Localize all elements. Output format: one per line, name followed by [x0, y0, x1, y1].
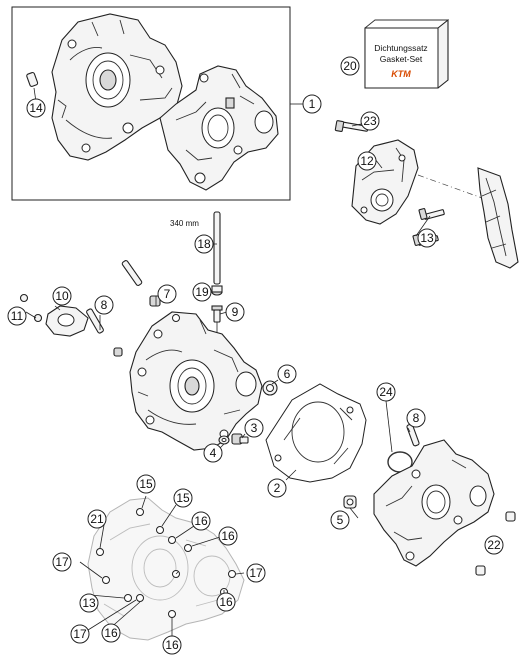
right-case-half-top: [159, 65, 279, 191]
callout-15-b: 15: [173, 488, 193, 508]
gasket-set-box: Dichtungssatz Gasket-Set KTM: [364, 18, 449, 89]
gasket-set-line1: Dichtungssatz: [374, 43, 427, 53]
svg-text:15: 15: [139, 477, 153, 491]
svg-text:21: 21: [90, 512, 104, 526]
svg-text:9: 9: [232, 305, 239, 319]
callout-16-a: 16: [191, 511, 211, 531]
svg-text:18: 18: [197, 237, 211, 251]
callout-1: 1: [302, 94, 322, 114]
svg-text:13: 13: [420, 231, 434, 245]
svg-text:10: 10: [55, 289, 69, 303]
svg-text:1: 1: [309, 97, 316, 111]
dimension-label: 340 mm: [170, 219, 199, 228]
callout-20: 20: [340, 56, 360, 76]
right-case-half-lower: [373, 439, 495, 567]
svg-text:17: 17: [55, 555, 69, 569]
nut-19: [211, 285, 223, 296]
ignition-cover-12: [351, 139, 419, 225]
callout-17-c: 17: [70, 624, 90, 644]
callout-10: 10: [52, 286, 72, 306]
svg-text:7: 7: [164, 287, 171, 301]
callout-9: 9: [225, 302, 245, 322]
gasket-set-line2: Gasket-Set: [380, 54, 423, 64]
stud-7: [121, 260, 161, 307]
svg-text:12: 12: [360, 154, 374, 168]
callout-16-c: 16: [216, 592, 236, 612]
svg-text:5: 5: [337, 513, 344, 527]
svg-text:3: 3: [251, 421, 258, 435]
screws-11: [19, 293, 43, 323]
callout-7: 7: [157, 284, 177, 304]
callout-16-e: 16: [162, 635, 182, 655]
callout-16-b: 16: [218, 526, 238, 546]
gasket-set-logo: KTM: [391, 69, 411, 79]
callout-5: 5: [330, 510, 350, 530]
bolt-position-view: [87, 497, 245, 641]
callout-2: 2: [267, 478, 287, 498]
svg-text:16: 16: [104, 626, 118, 640]
callout-23: 23: [360, 111, 380, 131]
callout-3: 3: [244, 418, 264, 438]
svg-text:17: 17: [73, 627, 87, 641]
callout-21: 21: [87, 509, 107, 529]
svg-text:19: 19: [195, 285, 209, 299]
callout-4: 4: [203, 443, 223, 463]
svg-text:16: 16: [194, 514, 208, 528]
callout-22: 22: [484, 535, 504, 555]
callout-15-a: 15: [136, 474, 156, 494]
callout-24: 24: [376, 382, 396, 402]
left-case-half-top: [51, 13, 183, 161]
bushing-5: [343, 495, 357, 509]
stud-18: [213, 211, 221, 285]
svg-text:16: 16: [221, 529, 235, 543]
callout-18: 18: [194, 234, 214, 254]
callout-8-right: 8: [406, 408, 426, 428]
svg-text:23: 23: [363, 114, 377, 128]
seal-ring-6: [262, 380, 278, 396]
dowel-pin-14: [26, 72, 39, 87]
callout-17-b: 17: [246, 563, 266, 583]
svg-text:16: 16: [165, 638, 179, 652]
callout-13-upper: 13: [417, 228, 437, 248]
svg-text:8: 8: [413, 411, 420, 425]
case-assembly-frame: [11, 6, 291, 201]
svg-text:22: 22: [487, 538, 501, 552]
svg-text:17: 17: [249, 566, 263, 580]
callout-8-left: 8: [94, 295, 114, 315]
svg-text:6: 6: [284, 367, 291, 381]
callout-11: 11: [7, 306, 27, 326]
callout-13-lower: 13: [79, 593, 99, 613]
svg-text:24: 24: [379, 385, 393, 399]
callout-6: 6: [277, 364, 297, 384]
svg-text:20: 20: [343, 59, 357, 73]
svg-text:8: 8: [101, 298, 108, 312]
frame-section: [477, 167, 519, 269]
plug-3: [231, 433, 249, 445]
washer-4: [218, 435, 230, 445]
svg-text:4: 4: [210, 446, 217, 460]
svg-text:16: 16: [219, 595, 233, 609]
callout-19: 19: [192, 282, 212, 302]
bushings-22: [475, 511, 516, 576]
svg-text:2: 2: [274, 481, 281, 495]
left-case-half-middle: [129, 311, 263, 451]
callout-16-d: 16: [101, 623, 121, 643]
dowel-8-left: [86, 308, 123, 357]
callout-12: 12: [357, 151, 377, 171]
gasket-2: [265, 383, 367, 483]
cover-plate-10: [45, 305, 89, 337]
svg-text:14: 14: [29, 101, 43, 115]
svg-text:11: 11: [11, 309, 24, 323]
callout-17-a: 17: [52, 552, 72, 572]
svg-text:13: 13: [82, 596, 96, 610]
callout-14: 14: [26, 98, 46, 118]
svg-text:15: 15: [176, 491, 190, 505]
